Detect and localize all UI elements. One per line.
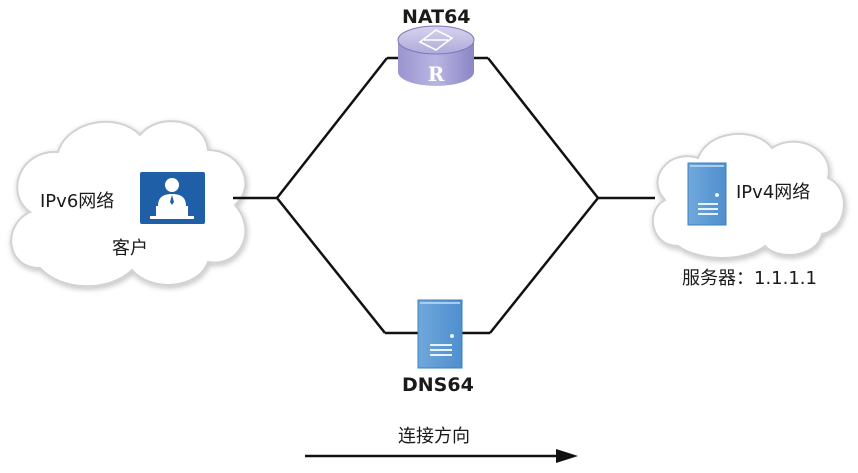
ipv6-network-label: IPv6网络	[40, 191, 115, 212]
link-junction-to-dns64	[276, 197, 386, 334]
ipv4-network-label: IPv4网络	[736, 182, 811, 203]
direction-label: 连接方向	[398, 426, 470, 447]
ipv4-server-icon	[687, 162, 727, 226]
svg-text:R: R	[428, 62, 445, 86]
dns64-label: DNS64	[402, 374, 474, 396]
client-label: 客户	[112, 238, 148, 259]
server-address-label: 服务器：1.1.1.1	[682, 268, 817, 289]
connection-lines	[233, 56, 655, 335]
dns64-server-icon	[417, 299, 463, 369]
user-at-computer-icon	[140, 172, 205, 224]
ipv6-network-cloud	[10, 120, 247, 288]
router-icon: R	[397, 25, 475, 86]
link-dns64-to-right-junction	[489, 197, 599, 334]
nat64-label: NAT64	[402, 6, 471, 28]
link-nat64-to-right-junction	[487, 57, 599, 199]
direction-arrow	[305, 449, 578, 463]
link-junction-to-nat64-top	[276, 57, 388, 199]
